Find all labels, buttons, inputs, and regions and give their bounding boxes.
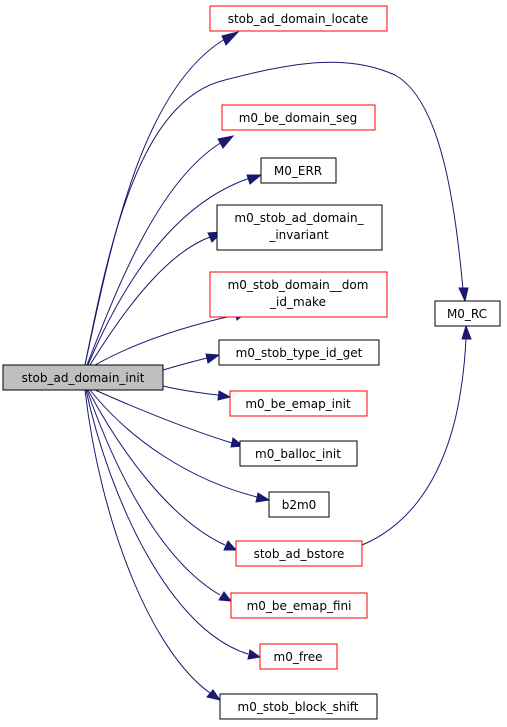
node-stob-ad-domain-init[interactable]: stob_ad_domain_init — [2, 364, 164, 391]
node-m0-be-emap-init[interactable]: m0_be_emap_init — [229, 390, 368, 417]
node-m0-free[interactable]: m0_free — [259, 643, 338, 670]
arrowhead-emap-fini — [218, 591, 233, 602]
edge-root-to-b2m0 — [89, 389, 258, 498]
node-m0-balloc-init[interactable]: m0_balloc_init — [239, 440, 358, 467]
node-label: m0_be_emap_fini — [247, 599, 352, 613]
node-m0-rc[interactable]: M0_RC — [434, 300, 501, 327]
arrowhead-b2m0 — [255, 492, 271, 503]
edge-root-to-dom-id — [94, 314, 237, 366]
edge-root-to-be-seg — [86, 141, 223, 366]
edge-root-to-bstore — [87, 389, 226, 546]
edge-root-to-rc — [84, 61, 464, 366]
edge-root-to-err — [87, 177, 251, 366]
node-label: m0_free — [274, 650, 323, 664]
arrowhead-rc-bottom — [461, 324, 472, 340]
edge-root-to-block-shift — [84, 389, 211, 694]
node-label: stob_ad_domain_init — [22, 371, 145, 385]
edge-root-to-free — [85, 389, 249, 655]
arrowhead-be-seg — [217, 135, 235, 149]
arrowhead-err — [246, 174, 263, 185]
node-label-line2: _id_make — [269, 295, 326, 309]
node-label-line2: _invariant — [268, 228, 329, 242]
node-m0-stob-ad-domain-invariant[interactable]: m0_stob_ad_domain_ _invariant — [216, 204, 383, 251]
node-stob-ad-domain-locate[interactable]: stob_ad_domain_locate — [209, 5, 388, 32]
node-label: b2m0 — [282, 498, 317, 512]
node-m0-err[interactable]: M0_ERR — [260, 157, 337, 184]
arrowhead-free — [247, 649, 262, 660]
edge-root-to-emap-fini — [86, 389, 221, 596]
edge-root-to-type-id — [162, 357, 208, 371]
node-label: m0_balloc_init — [255, 447, 341, 461]
edge-root-to-emap-init — [162, 385, 219, 396]
arrowhead-type-id — [205, 353, 221, 364]
nodes: stob_ad_domain_init stob_ad_domain_locat… — [2, 5, 501, 720]
node-label: m0_stob_block_shift — [238, 700, 359, 714]
edges — [84, 31, 472, 701]
node-label: stob_ad_bstore — [254, 547, 345, 561]
node-m0-stob-type-id-get[interactable]: m0_stob_type_id_get — [218, 339, 380, 366]
node-m0-stob-block-shift[interactable]: m0_stob_block_shift — [219, 693, 378, 720]
edge-root-to-balloc — [94, 389, 233, 444]
node-label: M0_RC — [447, 307, 487, 321]
node-label: m0_be_domain_seg — [239, 111, 358, 125]
node-label: m0_be_emap_init — [245, 397, 351, 411]
arrowhead-block-shift — [206, 689, 222, 701]
node-m0-be-domain-seg[interactable]: m0_be_domain_seg — [221, 104, 376, 131]
arrowhead-locate — [221, 31, 240, 46]
arrowhead-bstore — [223, 540, 238, 551]
node-m0-stob-domain-dom-id-make[interactable]: m0_stob_domain__dom _id_make — [209, 271, 388, 318]
node-label-line1: m0_stob_ad_domain_ — [234, 211, 364, 225]
edge-root-to-invariant — [89, 236, 211, 366]
node-label: m0_stob_type_id_get — [236, 346, 363, 360]
node-label-line1: m0_stob_domain__dom — [228, 278, 369, 292]
node-m0-be-emap-fini[interactable]: m0_be_emap_fini — [230, 592, 368, 619]
arrowhead-rc-top — [458, 287, 469, 303]
edge-bstore-to-rc — [361, 337, 467, 546]
arrowhead-emap-init — [217, 390, 232, 401]
node-label: M0_ERR — [274, 164, 322, 178]
node-b2m0[interactable]: b2m0 — [268, 491, 330, 518]
node-stob-ad-bstore[interactable]: stob_ad_bstore — [235, 540, 363, 567]
node-label: stob_ad_domain_locate — [228, 12, 369, 26]
